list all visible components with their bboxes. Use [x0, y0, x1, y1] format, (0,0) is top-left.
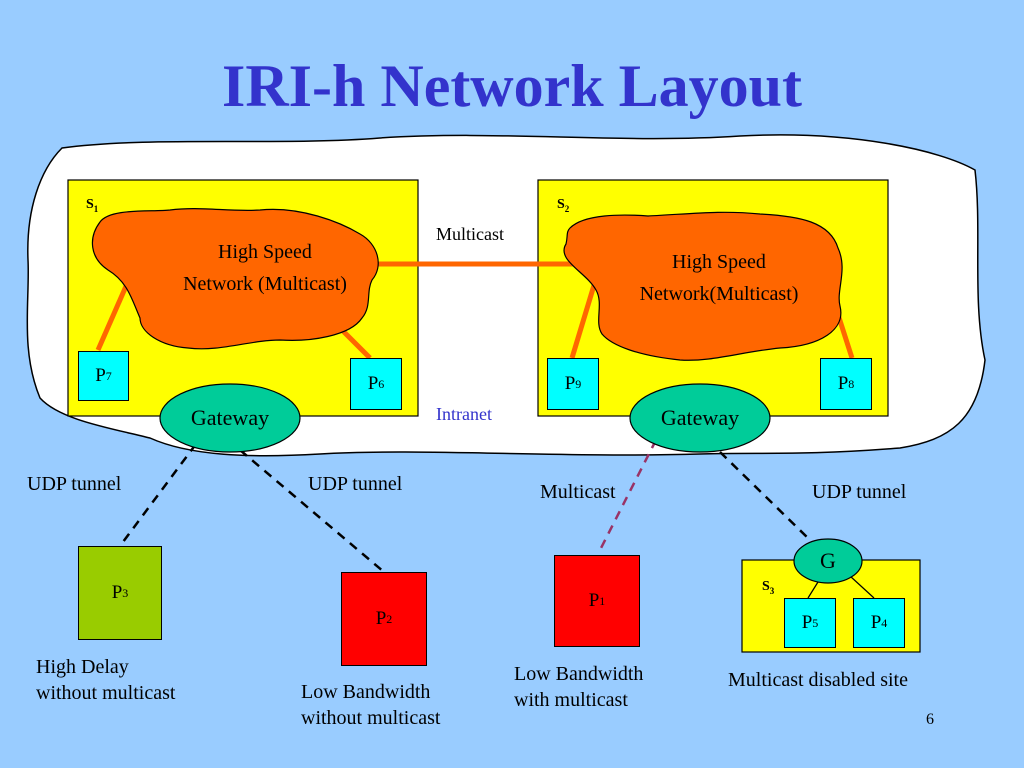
- udp-tunnel-line-p3: [118, 443, 198, 547]
- high-speed-network-cloud-left: [91, 208, 379, 350]
- gateway-g: G: [820, 548, 836, 573]
- label-multicast-top: Multicast: [436, 224, 504, 244]
- site-label-s3: S3: [762, 579, 775, 596]
- gateway-right: Gateway: [660, 405, 740, 430]
- gateway-left: Gateway: [190, 405, 270, 430]
- cloud-right-line2: Network(Multicast): [639, 283, 799, 305]
- high-speed-network-cloud-right: [563, 211, 843, 361]
- link-g-p4: [849, 575, 875, 599]
- gateway-right-shape: [629, 383, 771, 453]
- page-number: 6: [926, 711, 934, 728]
- label-udp-tunnel-left: UDP tunnel: [27, 473, 122, 495]
- label-intranet: Intranet: [436, 404, 492, 424]
- caption-p3: High Delay without multicast: [36, 654, 175, 706]
- caption-p1-line2: with multicast: [514, 689, 628, 711]
- udp-tunnel-line-p2: [239, 449, 385, 573]
- label-udp-tunnel-right: UDP tunnel: [812, 481, 907, 503]
- page-title: IRI-h Network Layout: [221, 53, 803, 119]
- caption-p3-line2: without multicast: [36, 682, 176, 704]
- cloud-left-text: High Speed Network (Multicast): [140, 236, 390, 300]
- caption-p2: Low Bandwidth without multicast: [301, 679, 440, 731]
- cloud-left-line1: High Speed: [218, 241, 312, 263]
- label-udp-tunnel-mid: UDP tunnel: [308, 473, 403, 495]
- link-g-p5: [807, 581, 819, 599]
- udp-tunnel-line-g: [719, 451, 811, 541]
- caption-p1: Low Bandwidth with multicast: [514, 661, 643, 713]
- caption-p3-line1: High Delay: [36, 656, 129, 678]
- cloud-left-line2: Network (Multicast): [183, 273, 347, 295]
- gateway-left-shape: [159, 383, 301, 453]
- gateway-g-shape: [793, 538, 863, 584]
- caption-s3: Multicast disabled site: [728, 669, 908, 691]
- label-multicast-mid: Multicast: [540, 481, 616, 503]
- caption-p1-line1: Low Bandwidth: [514, 663, 644, 685]
- caption-p2-line1: Low Bandwidth: [301, 681, 431, 703]
- multicast-line-p1: [596, 439, 658, 555]
- site-label-s2: S2: [557, 197, 570, 214]
- cloud-right-line1: High Speed: [672, 251, 766, 273]
- cloud-right-text: High Speed Network(Multicast): [604, 246, 834, 310]
- caption-p2-line2: without multicast: [301, 707, 441, 729]
- site-label-s1: S1: [86, 197, 99, 214]
